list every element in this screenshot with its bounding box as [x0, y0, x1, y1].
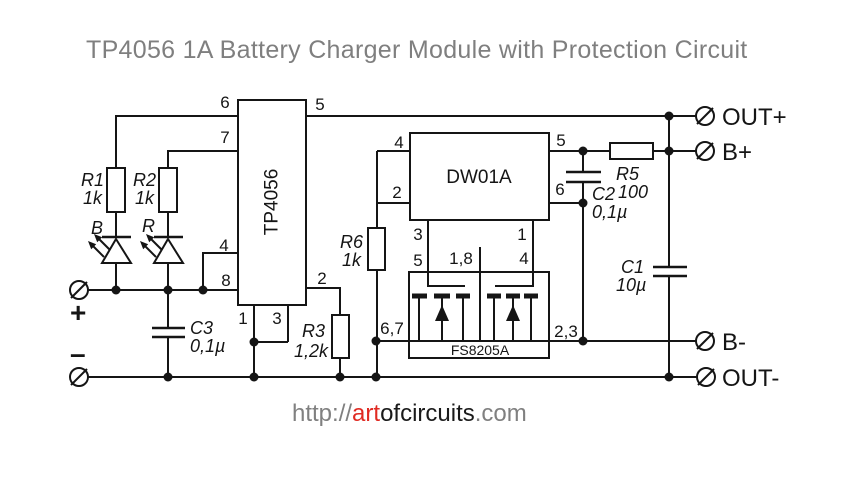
tp4056-pin8-label: 8	[221, 271, 230, 290]
capacitor-c2	[566, 170, 601, 184]
r3-value-label: 1,2k	[294, 341, 329, 361]
body-diode-arrow-icon	[435, 305, 449, 321]
fs8205a-source2-pin-label: 2,3	[554, 322, 578, 341]
r5-value-label: 100	[618, 182, 648, 202]
r1-name-label: R1	[81, 170, 104, 190]
terminal-out-plus-icon	[695, 106, 715, 126]
tp4056-pin5-label: 5	[315, 95, 324, 114]
fs8205a-gate1-pin-label: 5	[413, 251, 422, 270]
fs8205a-source1-pin-label: 6,7	[380, 319, 404, 338]
terminal-input-minus-icon	[69, 367, 89, 387]
dw01a-pin5-label: 5	[556, 131, 565, 150]
tp4056-ic-box	[237, 99, 307, 306]
terminal-b-minus-icon	[695, 331, 715, 351]
r2-name-label: R2	[133, 170, 156, 190]
tp4056-pin6-label: 6	[220, 93, 229, 112]
dw01a-ic-label: DW01A	[446, 167, 512, 188]
body-diode-arrow-icon	[506, 305, 520, 321]
url-prefix: http://	[292, 400, 353, 427]
r3-name-label: R3	[302, 321, 325, 341]
b-minus-terminal-label: B-	[722, 329, 746, 356]
fs8205a-ic-label: FS8205A	[451, 342, 510, 358]
resistor-r2	[158, 167, 178, 213]
led-b-symbol	[88, 234, 133, 264]
out-minus-terminal-label: OUT-	[722, 365, 779, 392]
resistor-r6	[367, 227, 386, 271]
b-plus-terminal-label: B+	[722, 139, 752, 166]
fs8205a-ic-box	[408, 271, 550, 359]
page-title: TP4056 1A Battery Charger Module with Pr…	[86, 36, 748, 64]
tp4056-pin2-label: 2	[317, 269, 326, 288]
url-part-red: art	[352, 400, 381, 427]
resistor-r3	[331, 314, 350, 359]
led-b-label: B	[91, 218, 103, 238]
terminal-out-minus-icon	[696, 367, 716, 387]
c1-value-label: 10µ	[616, 275, 646, 295]
c2-name-label: C2	[592, 184, 615, 204]
c3-value-label: 0,1µ	[190, 336, 225, 356]
c2-value-label: 0,1µ	[592, 202, 627, 222]
tp4056-pin3-label: 3	[272, 309, 281, 328]
dw01a-ic-box	[409, 132, 550, 221]
c1-name-label: C1	[621, 257, 644, 277]
resistor-r5	[609, 142, 654, 160]
c3-name-label: C3	[190, 318, 213, 338]
dw01a-pin3-label: 3	[413, 225, 422, 244]
r6-value-label: 1k	[342, 250, 362, 270]
tp4056-ic-label: TP4056	[262, 169, 283, 236]
dw01a-pin1-label: 1	[517, 225, 526, 244]
fs8205a-gate2-pin-label: 4	[519, 249, 528, 268]
url-part-dark: ofcircuits	[380, 400, 475, 427]
r6-name-label: R6	[340, 232, 364, 252]
input-plus-sign-label: +	[70, 297, 86, 328]
capacitor-c1	[653, 265, 687, 278]
out-plus-terminal-label: OUT+	[722, 104, 787, 131]
resistor-r1	[106, 167, 126, 213]
terminal-b-plus-icon	[695, 141, 715, 161]
junction-dots	[111, 111, 674, 382]
dw01a-pin4-label: 4	[394, 133, 403, 152]
tp4056-pin4-label: 4	[219, 236, 228, 255]
dw01a-pin6-label: 6	[555, 180, 564, 199]
fs8205a-drain-pin-label: 1,8	[449, 249, 473, 268]
capacitor-c3	[152, 326, 185, 339]
url-tld: .com	[474, 400, 527, 427]
led-r-label: R	[142, 216, 155, 236]
tp4056-pin7-label: 7	[220, 128, 229, 147]
input-minus-sign-label: –	[70, 338, 86, 369]
dw01a-pin2-label: 2	[392, 183, 401, 202]
tp4056-pin1-label: 1	[238, 309, 247, 328]
fs8205a-mosfet-symbols	[412, 285, 538, 341]
r1-value-label: 1k	[83, 188, 103, 208]
r2-value-label: 1k	[135, 188, 155, 208]
website-url: http://artofcircuits.com	[292, 400, 527, 428]
terminal-input-plus-icon	[69, 280, 89, 300]
led-r-symbol	[140, 234, 185, 264]
r5-name-label: R5	[616, 164, 640, 184]
